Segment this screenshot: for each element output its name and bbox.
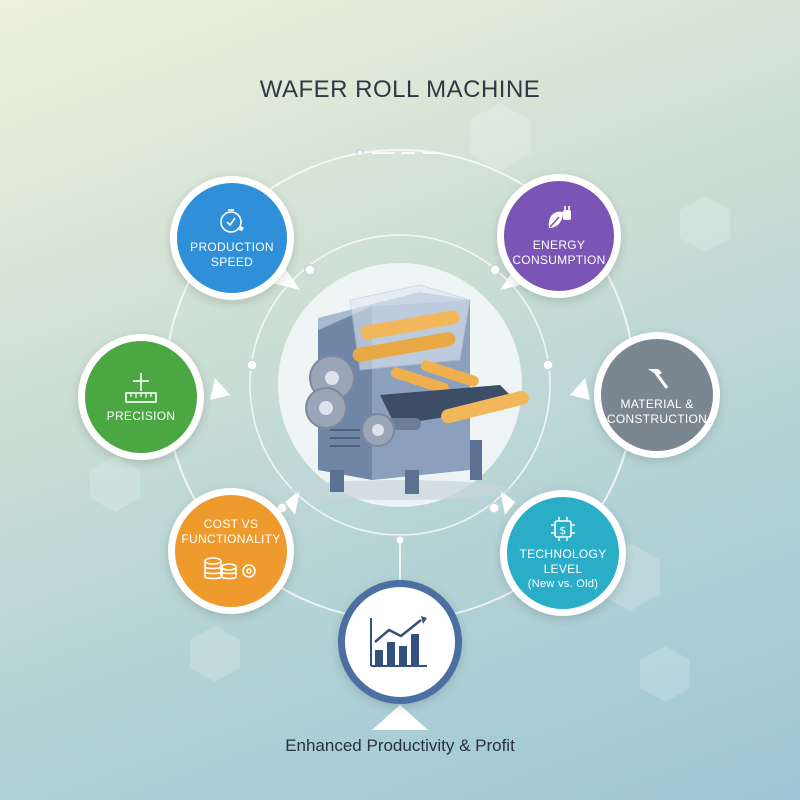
hammer-icon bbox=[648, 369, 669, 389]
cost-functionality-node: COST VS FUNCTIONALITY bbox=[168, 488, 294, 614]
production-speed-line2: SPEED bbox=[210, 255, 254, 269]
triangle-pointer bbox=[372, 705, 428, 730]
production-speed-line1: PRODUCTION bbox=[190, 240, 274, 254]
material-line2: CONSTRUCTION bbox=[606, 412, 708, 426]
precision-label: PRECISION bbox=[106, 408, 176, 423]
cost-line1: COST VS bbox=[203, 517, 259, 531]
material-line1: MATERIAL & bbox=[620, 397, 694, 411]
page-title: WAFER ROLL MACHINE bbox=[259, 76, 541, 103]
coins-gear-icon bbox=[204, 557, 256, 580]
technology-line1: TECHNOLOGY bbox=[519, 546, 607, 561]
energy-line2: CONSUMPTION bbox=[512, 253, 606, 267]
footer-caption: Enhanced Productivity & Profit bbox=[285, 736, 515, 755]
leaf-plug-icon bbox=[548, 206, 571, 228]
production-speed-node: PRODUCTION SPEED bbox=[170, 176, 294, 300]
energy-consumption-node: ENERGY CONSUMPTION bbox=[497, 174, 621, 298]
bubble-tails bbox=[210, 268, 590, 515]
growth-chart-icon bbox=[370, 616, 427, 667]
ruler-icon bbox=[125, 372, 157, 403]
orbit-dots bbox=[246, 149, 554, 545]
technology-line2: LEVEL bbox=[543, 561, 583, 576]
stopwatch-icon bbox=[220, 209, 244, 233]
material-construction-node: MATERIAL & CONSTRUCTION bbox=[594, 332, 720, 458]
inner-orbit-ring bbox=[249, 234, 551, 536]
technology-line3: (New vs. Old) bbox=[527, 577, 599, 590]
productivity-node bbox=[338, 580, 462, 704]
precision-node: PRECISION bbox=[78, 334, 204, 460]
hexagon-pattern bbox=[90, 103, 730, 702]
technology-level-node: $ TECHNOLOGY LEVEL (New vs. Old) bbox=[500, 490, 626, 616]
energy-line1: ENERGY bbox=[532, 238, 586, 252]
cost-line2: FUNCTIONALITY bbox=[181, 532, 281, 546]
chip-icon: $ bbox=[551, 516, 575, 541]
wafer-roll-machine-illustration bbox=[290, 284, 529, 500]
svg-text:$: $ bbox=[559, 524, 566, 537]
